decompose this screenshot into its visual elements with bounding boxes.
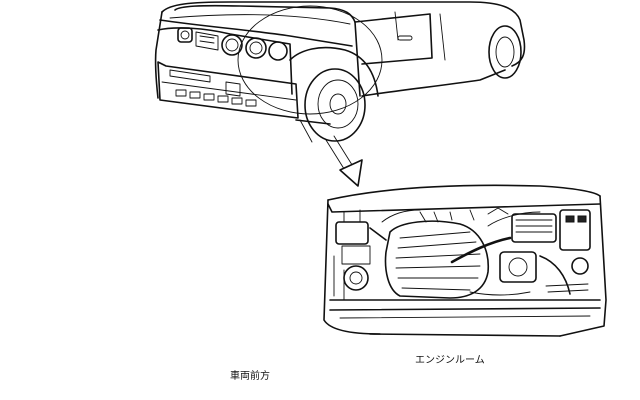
engine-room-label: エンジンルーム [415, 355, 485, 366]
arrow-to-engine-room [325, 135, 363, 187]
vehicle-front-label: 車両前方 [230, 371, 270, 382]
car-illustration [154, 1, 526, 143]
engine-room-illustration [323, 184, 607, 337]
